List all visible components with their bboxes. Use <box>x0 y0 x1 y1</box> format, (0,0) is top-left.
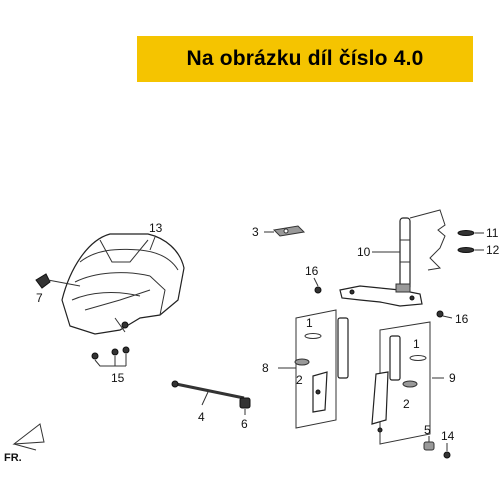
front-fender[interactable] <box>61 233 185 335</box>
left-fork-seals[interactable] <box>294 333 322 366</box>
callout-13: 13 <box>149 221 163 235</box>
direction-label: FR. <box>4 452 22 464</box>
callout-12: 12 <box>486 243 500 257</box>
fork-bottom-bolt[interactable] <box>443 451 451 459</box>
banner-text: Na obrázku díl číslo 4.0 <box>186 47 424 70</box>
callout-2-left: 2 <box>296 373 303 387</box>
part-number-banner: Na obrázku díl číslo 4.0 <box>137 36 473 82</box>
callout-16-right: 16 <box>455 312 469 326</box>
clamp-bolts[interactable] <box>314 286 444 318</box>
callout-1-right: 1 <box>413 337 420 351</box>
steering-stem[interactable] <box>399 217 411 291</box>
callout-6: 6 <box>241 417 248 431</box>
right-fork-seals[interactable] <box>402 355 427 388</box>
mount-bracket[interactable] <box>272 225 306 237</box>
front-direction-arrow-icon <box>12 423 45 451</box>
callout-7: 7 <box>36 291 43 305</box>
callout-14: 14 <box>441 429 455 443</box>
right-fork-leg[interactable] <box>371 335 401 433</box>
callout-16-left: 16 <box>305 264 319 278</box>
callout-2-right: 2 <box>403 397 410 411</box>
fork-bottom-nut[interactable] <box>423 441 435 451</box>
fender-clip[interactable] <box>35 273 51 289</box>
front-axle[interactable] <box>171 380 245 400</box>
axle-nut[interactable] <box>239 397 251 409</box>
fender-bolts[interactable] <box>91 346 130 360</box>
callout-15: 15 <box>111 371 125 385</box>
stem-bearings[interactable] <box>457 230 475 253</box>
callout-11: 11 <box>486 226 499 240</box>
callout-1-left: 1 <box>306 316 313 330</box>
callout-10: 10 <box>357 245 371 259</box>
left-fork-leg[interactable] <box>312 317 349 413</box>
callout-9: 9 <box>449 371 456 385</box>
callout-8: 8 <box>262 361 269 375</box>
lower-triple-clamp[interactable] <box>339 283 423 307</box>
callout-5: 5 <box>424 423 431 437</box>
callout-4: 4 <box>198 410 205 424</box>
callout-3: 3 <box>252 225 259 239</box>
